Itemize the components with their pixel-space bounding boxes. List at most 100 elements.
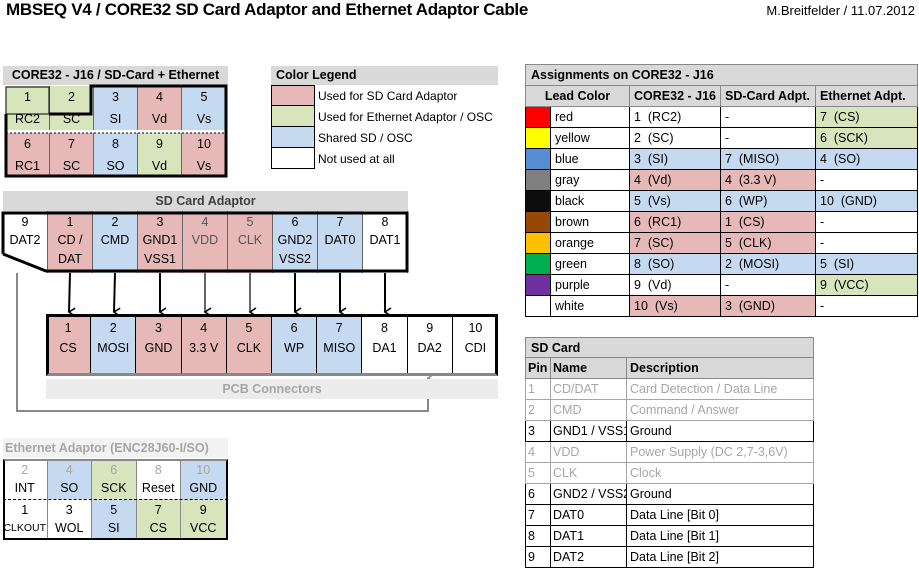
ethernet-pin: 7 (CS) [815,106,918,128]
core32-pin: 6 (RC1) [629,211,721,233]
pin-label: Vd [151,112,168,126]
sd-card-pin: - [720,127,816,149]
sd-card-pin: 6 (WP) [720,190,816,212]
pin-number: 10 [196,463,211,477]
sdcard-pin: 5 [525,462,551,484]
pin-number: 8 [112,137,119,151]
pin-label: MOSI [97,341,130,355]
sd-card-pin: 7 (MISO) [720,148,816,170]
pin-label: CDI [464,341,487,355]
pin-number: 4 [65,463,73,477]
pin-name: CD / [57,233,83,247]
sdcard-name: DAT0 [550,504,627,526]
lead-color-name: white [550,295,630,317]
sd-adaptor-title-bar: SD Card Adaptor [3,191,408,211]
legend-title: Color Legend [271,66,498,85]
lead-color-name: blue [550,148,630,170]
pin-number: 7 [336,215,344,229]
pin-number: 1 [24,90,31,104]
lead-color-swatch [525,190,551,212]
pin-name: CLK [237,233,263,247]
sdcard-pin: 7 [525,504,551,526]
lead-color-name: brown [550,211,630,233]
sd-card-pin: 4 (3.3 V) [720,169,816,191]
pin-number: 5 [200,90,208,104]
lead-color-swatch [525,295,551,317]
legend-swatch [271,127,315,148]
pin-label: Vd [151,159,168,173]
pin-number: 7 [154,503,162,517]
col-description: Description [626,357,814,379]
core32-pin: 8 (SO) [629,253,721,275]
pin-number: 5 [110,503,118,517]
pin-number: 7 [335,321,343,335]
ethernet-pin: - [815,169,918,191]
sdcard-description: Ground [626,420,814,442]
legend-item: Shared SD / OSC [271,127,498,148]
sdcard-name: GND1 / VSS1 [550,420,627,442]
lead-color-name: yellow [550,127,630,149]
pin-label: SO [106,159,125,173]
sd-card-pin: - [720,106,816,128]
col-sd-card: SD-Card Adpt. [720,85,816,107]
sdcard-description: Clock [626,462,814,484]
lead-color-swatch [525,211,551,233]
lead-color-name: red [550,106,630,128]
sdcard-name: CLK [550,462,627,484]
core32-pin: 7 (SC) [629,232,721,254]
sdcard-pin: 3 [525,420,551,442]
pin-label: SC [62,159,81,173]
lead-color-swatch [525,106,551,128]
legend-swatch [271,106,315,127]
core32-pin: 9 (Vd) [629,274,721,296]
pin-number: 2 [21,463,29,477]
pin-label: Reset [141,481,175,495]
pin-number: 8 [381,321,388,335]
pin-number: 10 [468,321,483,335]
pin-number: 6 [110,463,118,477]
sdcard-name: DAT2 [550,546,627,568]
core32-pin: 4 (Vd) [629,169,721,191]
pin-label: SCK [100,481,127,495]
pin-name: GND2 [277,233,313,247]
pin-label: Vs [196,112,212,126]
lead-color-swatch [525,232,551,254]
legend-label: Used for Ethernet Adaptor / OSC [318,109,493,124]
j16-outline [4,84,228,178]
sdcard-pin: 8 [525,525,551,547]
pin-name-alt: VSS2 [279,252,311,266]
pin-label: CS [59,341,77,355]
pin-number: 9 [156,137,163,151]
sd-card-pin: 2 (MOSI) [720,253,816,275]
pin-label: DA1 [372,341,397,355]
sdcard-pin: 6 [525,483,551,505]
legend-item: Used for Ethernet Adaptor / OSC [271,106,498,127]
pin-label: VCC [190,521,217,535]
sdcard-description: Ground [626,483,814,505]
core32-pin: 3 (SI) [629,148,721,170]
ethernet-pin: 10 (GND) [815,190,918,212]
pin-label: RC2 [14,112,40,126]
pin-label: WP [284,341,305,355]
pin-number: 4 [200,321,208,335]
core32-pin: 1 (RC2) [629,106,721,128]
pin-number: 3 [155,321,162,335]
